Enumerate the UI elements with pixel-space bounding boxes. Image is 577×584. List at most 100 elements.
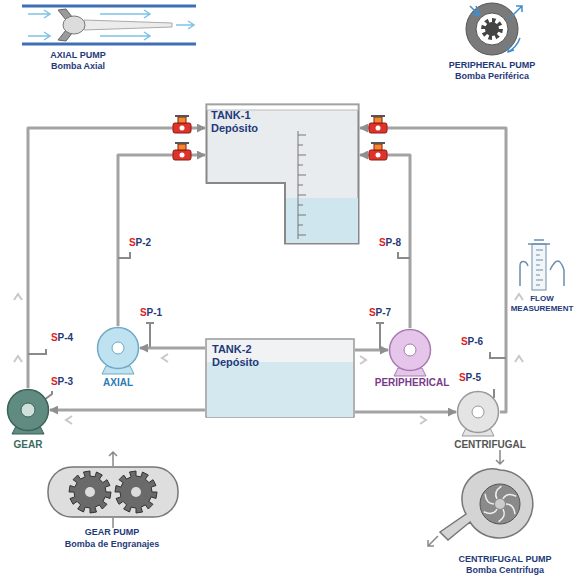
pump-outline [472, 406, 484, 418]
sensor-tap [376, 323, 384, 349]
sensor-tap [398, 252, 410, 258]
valve [178, 144, 186, 150]
pump-outline [8, 390, 49, 431]
valve [175, 115, 189, 117]
valve [369, 116, 387, 133]
flow-arrow [14, 294, 22, 300]
tank-outline [298, 225, 303, 226]
caption: FLOW MEASUREMENT [510, 294, 574, 313]
pump-name: CENTRIFUGAL [454, 439, 526, 451]
pump-outline [112, 342, 124, 354]
sensor-point: SP-5 [459, 372, 481, 384]
caption: AXIAL PUMP [50, 50, 105, 61]
flow-meter-drawing [520, 262, 528, 287]
peripheral-pump-drawing [470, 6, 522, 52]
valve [369, 123, 387, 133]
flow-meter-drawing [536, 270, 543, 271]
flow-meter-drawing [536, 250, 543, 285]
pipe [118, 155, 205, 326]
pump-outline [456, 390, 500, 434]
pump-outline [21, 403, 35, 417]
gear-pump-drawing [115, 471, 157, 513]
flow-arrow [14, 294, 523, 424]
flow-meter-drawing [550, 261, 564, 286]
tank-outline [286, 198, 358, 243]
axial-pump-drawing [28, 10, 194, 40]
tank-outline [298, 135, 306, 136]
flow-arrow [66, 416, 72, 424]
tank-outline [298, 155, 306, 156]
peripheral-pump-drawing [466, 3, 522, 55]
peripheral-pump-drawing [476, 13, 508, 45]
pump-name: GEAR [14, 439, 43, 451]
tank-outline [298, 215, 306, 216]
valve [371, 115, 385, 117]
centrifugal-pump-drawing [428, 450, 533, 546]
centrifugal-pump-drawing [440, 469, 533, 540]
axial-pump-drawing [22, 43, 196, 46]
pump-outline [390, 330, 431, 371]
valve [173, 123, 191, 133]
flow-arrow [360, 356, 366, 364]
pump-outline [388, 328, 432, 372]
axial-pump-drawing [22, 5, 196, 8]
valve [178, 117, 186, 123]
centrifugal-pump-drawing [484, 486, 516, 522]
pump-name: AXIAL [103, 377, 133, 389]
pump-outline [404, 344, 416, 356]
caption: Bomba de Engranajes [65, 539, 160, 550]
caption: Bomba Periférica [455, 71, 529, 82]
flow-arrow [515, 294, 523, 300]
tank-outline [298, 185, 303, 186]
axial-pump-drawing [28, 32, 50, 40]
centrifugal-pump-drawing [499, 509, 505, 522]
sensor-tap [490, 352, 506, 358]
pipe [360, 155, 410, 328]
valve [175, 142, 189, 144]
tank-outline [298, 175, 306, 176]
sensor-tap [493, 389, 495, 398]
tank-name: TANK-1 Depósito [211, 109, 273, 134]
valve [376, 153, 381, 158]
peripheral-pump-drawing [508, 38, 520, 52]
flow-meter-drawing [528, 240, 550, 244]
centrifugal-pump-drawing [428, 450, 504, 546]
gear-pump-drawing [131, 487, 141, 497]
axial-pump-drawing [63, 16, 85, 34]
sensor-tap [28, 349, 46, 354]
valve [374, 144, 382, 150]
tank-outline [206, 339, 354, 417]
tank-outline [207, 362, 353, 417]
sensor-point: SP-3 [51, 376, 73, 388]
caption: CENTRIFUGAL PUMP [459, 554, 552, 565]
gear-pump-drawing [69, 471, 111, 513]
centrifugal-pump-drawing [496, 486, 502, 499]
pump-outline [98, 328, 139, 369]
gear-pump-drawing [48, 452, 178, 528]
flow-meter-drawing [536, 265, 540, 266]
sensor-tap [118, 252, 130, 258]
pump-circle: GEAR [6, 388, 50, 432]
pump-outline [6, 388, 50, 432]
caption: Bomba Axial [51, 61, 105, 72]
pump-circle: AXIAL [96, 326, 140, 370]
flow-arrow [14, 356, 22, 362]
sensor-point: SP-7 [369, 307, 391, 319]
tank-outline [207, 105, 359, 244]
pipe [355, 349, 388, 352]
valve [371, 142, 385, 144]
valve [180, 126, 185, 131]
valve [369, 143, 387, 160]
gear-pump-drawing [85, 487, 95, 497]
peripheral-pump-drawing [470, 6, 480, 16]
centrifugal-pump-drawing [496, 450, 504, 464]
axial-pump-drawing [176, 21, 194, 29]
centrifugal-pump-drawing [428, 536, 438, 546]
tank: TANK-1 Depósito [205, 103, 360, 245]
pipe [355, 411, 456, 414]
peripheral-pump-drawing [481, 18, 503, 40]
sensor-point: SP-8 [379, 237, 401, 249]
flow-meter-drawing [536, 260, 543, 261]
